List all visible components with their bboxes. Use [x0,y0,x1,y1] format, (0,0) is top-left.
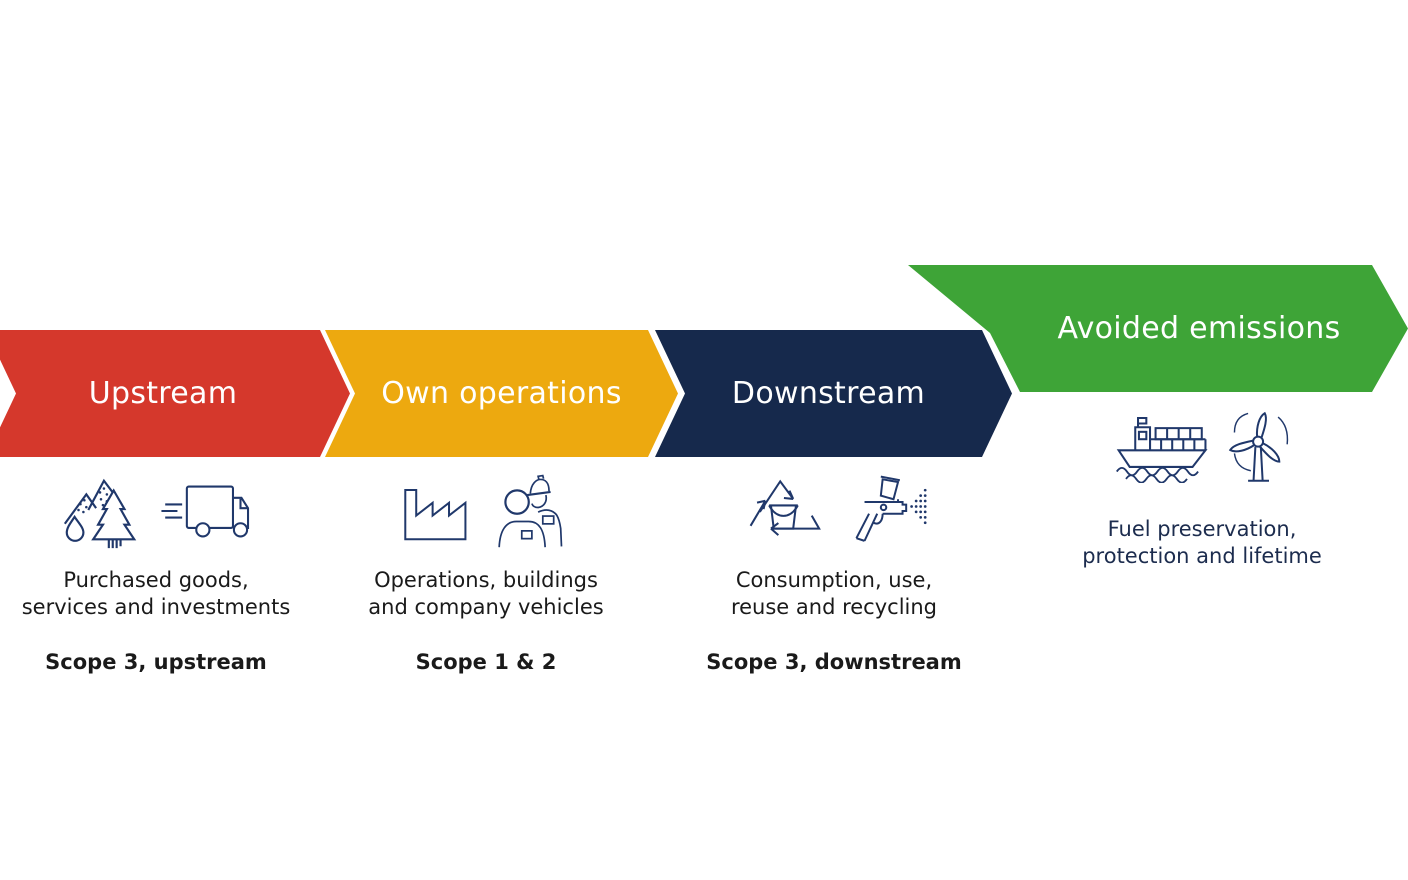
own-operations-description: Operations, buildings and company vehicl… [330,567,642,621]
avoided-emissions-description-line1: Fuel preservation, [1107,517,1297,541]
stage-label-avoided-emissions: Avoided emissions [1057,311,1341,346]
factory-icon [404,489,467,541]
stage-details-downstream: Consumption, use, reuse and recycling Sc… [678,463,990,674]
stage-details-avoided-emissions: Fuel preservation, protection and lifeti… [1040,402,1364,570]
own-operations-description-line1: Operations, buildings [374,568,598,592]
delivery-truck-icon [160,485,249,538]
stage-details-upstream: Purchased goods, services and investment… [0,463,312,674]
downstream-description: Consumption, use, reuse and recycling [678,567,990,621]
workers-hard-hat-icon [498,474,563,548]
downstream-scope-label: Scope 3, downstream [706,650,962,674]
own-operations-scope-label: Scope 1 & 2 [415,650,557,674]
upstream-icons [0,463,312,559]
downstream-description-line2: reuse and recycling [730,595,938,619]
forest-water-icon [63,478,136,549]
stage-label-own-operations: Own operations [381,376,622,411]
spray-gun-icon [855,475,927,542]
stage-arrow-downstream: Downstream [655,330,1012,457]
cargo-ship-icon [1115,416,1208,483]
upstream-description-line2: services and investments [21,595,291,619]
avoided-emissions-description: Fuel preservation, protection and lifeti… [1040,516,1364,570]
stage-arrow-own-operations: Own operations [325,330,678,457]
avoided-emissions-icons [1040,402,1364,494]
wind-turbine-icon [1228,411,1288,482]
recycling-bucket-icon [749,479,821,536]
upstream-scope-label: Scope 3, upstream [45,650,267,674]
stage-label-downstream: Downstream [731,376,926,411]
downstream-description-line1: Consumption, use, [735,568,933,592]
stage-details-own-operations: Operations, buildings and company vehicl… [330,463,642,674]
avoided-emissions-description-line2: protection and lifetime [1082,544,1322,568]
stage-arrow-upstream: Upstream [0,330,350,457]
upstream-description: Purchased goods, services and investment… [0,567,312,621]
own-operations-icons [330,463,642,559]
own-operations-description-line2: and company vehicles [368,595,604,619]
upstream-description-line1: Purchased goods, [63,568,249,592]
stage-label-upstream: Upstream [88,376,238,411]
downstream-icons [678,463,990,559]
